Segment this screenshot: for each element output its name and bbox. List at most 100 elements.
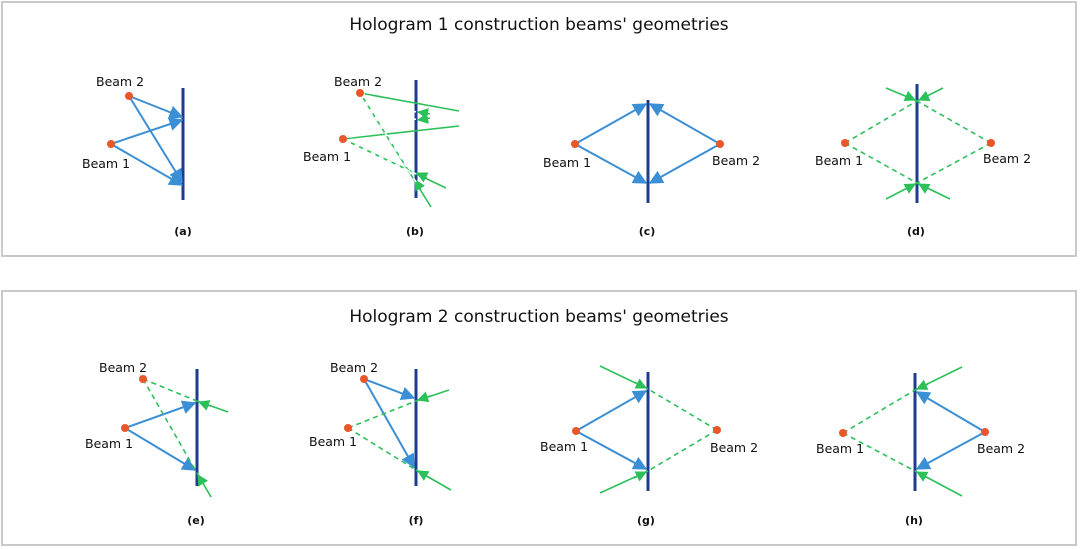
beam-2-ray [915, 431, 986, 470]
beam-1-label: Beam 1 [815, 153, 863, 168]
beam-1-source [839, 429, 847, 437]
beam-1-ray [110, 143, 184, 186]
subfigure-label: (b) [406, 225, 424, 238]
subfigure-h: Beam 1 Beam 2 (h) [816, 366, 1025, 527]
beam-2-source [981, 428, 989, 436]
virtual-ray [916, 100, 992, 144]
subfigure-f: Beam 2 Beam 1 (f) [309, 360, 452, 527]
beam-1-source [121, 424, 129, 432]
beam-1-label: Beam 1 [540, 439, 588, 454]
beam-2-source [713, 426, 721, 434]
green-arrow [417, 470, 431, 481]
green-arrow [416, 112, 431, 124]
beam-1-ray [575, 390, 648, 432]
green-incoming-ray [359, 92, 460, 112]
beam-1-source [344, 424, 352, 432]
hologram-2-title: Hologram 2 construction beams' geometrie… [349, 307, 729, 327]
virtual-ray [916, 142, 992, 184]
beam-1-ray [110, 117, 184, 145]
beam-2-ray [363, 378, 416, 401]
beam-2-source [716, 140, 724, 148]
subfigure-c: Beam 1 Beam 2 (c) [543, 100, 760, 238]
green-arrow [416, 391, 431, 403]
subfigure-d: Beam 1 Beam 2 (d) [815, 84, 1031, 238]
beam-2-label: Beam 2 [710, 440, 758, 455]
beam-1-label: Beam 1 [816, 441, 864, 456]
virtual-ray [347, 400, 417, 429]
beam-1-source [571, 140, 579, 148]
beam-1-label: Beam 1 [309, 434, 357, 449]
beam-2-ray [128, 95, 183, 184]
virtual-ray [844, 142, 918, 184]
beam-2-ray [128, 95, 184, 119]
beam-2-source [125, 92, 133, 100]
beam-1-label: Beam 1 [303, 149, 351, 164]
virtual-ray-gap [359, 92, 417, 113]
beam-1-source [572, 427, 580, 435]
beam-1-ray [574, 143, 648, 184]
subfigure-g: Beam 1 Beam 2 (g) [540, 365, 758, 527]
beam-2-source [360, 375, 368, 383]
hologram-1-title: Hologram 1 construction beams' geometrie… [349, 15, 729, 35]
green-arrow [633, 471, 648, 482]
virtual-ray [647, 429, 718, 472]
subfigure-e: Beam 2 Beam 1 (e) [85, 360, 229, 527]
virtual-ray [844, 100, 918, 144]
beam-1-source [339, 135, 347, 143]
beam-2-source [987, 139, 995, 147]
virtual-ray [142, 378, 198, 402]
virtual-ray-gap [342, 118, 417, 140]
beam-2-label: Beam 2 [99, 360, 147, 375]
beam-2-source [139, 375, 147, 383]
beam-1-source [107, 140, 115, 148]
green-arrow [416, 108, 431, 120]
subfigure-label: (a) [174, 225, 191, 238]
virtual-ray [347, 427, 417, 471]
green-arrow [415, 172, 429, 183]
green-incoming-ray [342, 138, 447, 189]
beam-1-ray [574, 103, 648, 145]
green-incoming-ray [342, 125, 460, 140]
subfigure-label: (g) [637, 514, 655, 527]
beam-1-source [841, 139, 849, 147]
green-arrow [916, 471, 929, 482]
virtual-ray [842, 432, 916, 472]
green-arrow [918, 183, 931, 194]
green-arrow [917, 90, 931, 102]
green-arrow [903, 90, 917, 102]
virtual-ray [142, 378, 198, 474]
beam-2-ray [363, 378, 415, 469]
beam-2-label: Beam 2 [977, 441, 1025, 456]
subfigure-label: (f) [409, 514, 424, 527]
beam-2-label: Beam 2 [96, 74, 144, 89]
beam-2-label: Beam 2 [334, 74, 382, 89]
beam-1-ray [575, 430, 648, 470]
beam-1-label: Beam 1 [82, 156, 130, 171]
subfigure-label: (c) [639, 225, 656, 238]
beam-2-ray [648, 143, 721, 184]
virtual-ray [647, 388, 718, 431]
beam-2-label: Beam 2 [983, 151, 1031, 166]
beam-2-label: Beam 2 [712, 153, 760, 168]
virtual-ray [842, 389, 916, 434]
hologram-2-panel: Hologram 2 construction beams' geometrie… [1, 290, 1077, 546]
beam-2-source [356, 89, 364, 97]
green-arrow [197, 474, 208, 487]
subfigure-a: Beam 2 Beam 1 (a) [82, 74, 192, 238]
green-arrow [197, 400, 211, 411]
beam-1-label: Beam 1 [543, 155, 591, 170]
subfigure-label: (e) [187, 514, 205, 527]
beam-2-ray [915, 391, 986, 433]
subfigure-b: Beam 2 Beam 1 (b) [303, 74, 460, 238]
subfigure-label: (d) [907, 225, 925, 238]
green-arrow [915, 379, 929, 390]
beam-1-ray [124, 427, 197, 471]
subfigure-label: (h) [905, 514, 923, 527]
green-arrow [633, 378, 648, 389]
virtual-ray-gap [342, 138, 417, 175]
beam-2-label: Beam 2 [330, 360, 378, 375]
beam-1-ray [124, 400, 197, 429]
green-arrow [903, 183, 916, 194]
beam-1-label: Beam 1 [85, 436, 133, 451]
